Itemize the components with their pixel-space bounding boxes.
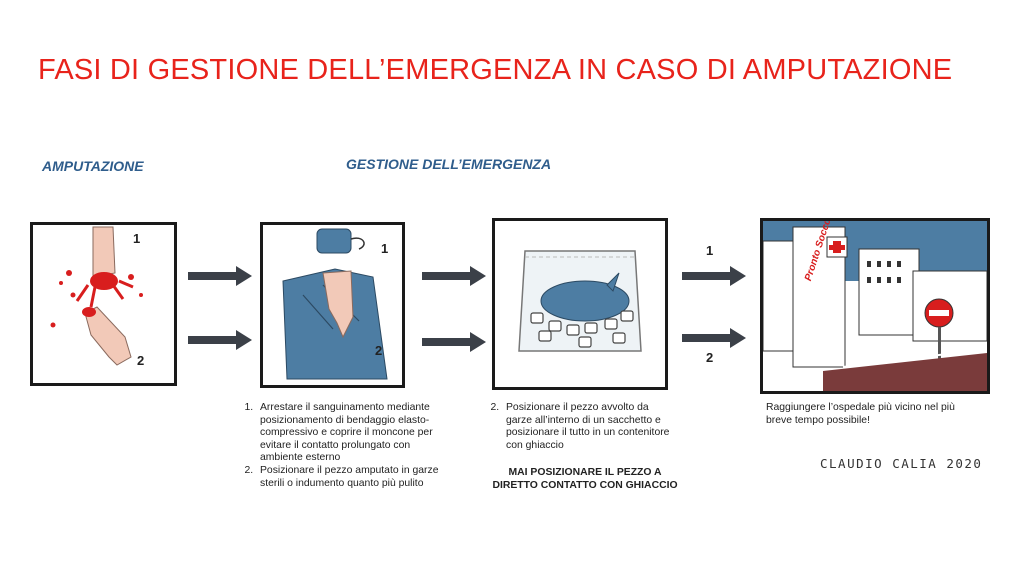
- arrow-right-icon: [682, 328, 746, 348]
- arrow-label-1: 1: [706, 243, 714, 258]
- amputation-illustration: [50, 226, 143, 366]
- step-1-text: Arrestare il sanguinamento mediante posi…: [256, 402, 444, 465]
- panel-hospital: Pronto Soccorso: [760, 218, 990, 394]
- panel1-label-1: 1: [133, 231, 141, 246]
- steps-ice: Posizionare il pezzo avvolto da garze al…: [476, 402, 672, 452]
- ice-bag-illustration: [518, 250, 642, 352]
- arrow-right-icon: [188, 330, 252, 350]
- final-step-text: Raggiungere l’ospedale più vicino nel pi…: [766, 402, 955, 426]
- panel2-label-2: 2: [375, 343, 383, 358]
- hospital-illustration: [763, 221, 987, 391]
- arrow-label-2: 2: [706, 350, 714, 365]
- arrow-right-icon: [188, 266, 252, 286]
- step-2b-text: Posizionare il pezzo avvolto da garze al…: [502, 402, 672, 452]
- panel-amputation: 1 2: [30, 222, 177, 386]
- arrow-right-icon: [422, 332, 486, 352]
- section-gestione-label: GESTIONE DELL’EMERGENZA: [346, 156, 552, 172]
- arrow-right-icon: [682, 266, 746, 286]
- section-amputazione-label: AMPUTAZIONE: [42, 158, 144, 174]
- step-2-text: Posizionare il pezzo amputato in garze s…: [256, 465, 444, 490]
- panel-ice-bag: [492, 218, 668, 390]
- warning-text: MAI POSIZIONARE IL PEZZO A DIRETTO CONTA…: [492, 467, 678, 491]
- author-signature: CLAUDIO CALIA 2020: [820, 456, 983, 471]
- panel1-label-2: 2: [137, 353, 145, 368]
- page-title: FASI DI GESTIONE DELL’EMERGENZA IN CASO …: [38, 54, 953, 86]
- panel-bandaging: 1 2: [260, 222, 405, 388]
- panel2-label-1: 1: [381, 241, 389, 256]
- bandaging-illustration: [282, 228, 388, 380]
- arrow-right-icon: [422, 266, 486, 286]
- steps-gestione: Arrestare il sanguinamento mediante posi…: [230, 402, 444, 490]
